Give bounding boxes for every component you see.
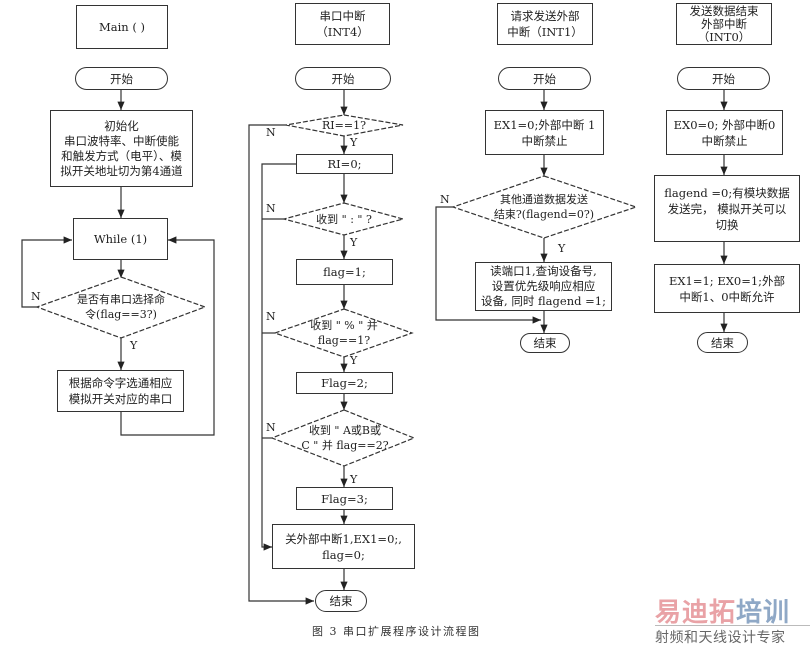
flag3-text: Flag=3; xyxy=(321,491,368,506)
label-yes: Y xyxy=(350,236,358,249)
loop-back-no xyxy=(21,236,72,308)
main-title-box: Main ( ) xyxy=(76,5,168,49)
flagend-text: flagend =0;有模块数据 发送完， 模拟开关可以 切换 xyxy=(664,185,790,232)
init-text: 初始化 串口波特率、中断使能 和触发方式（电平）、模 拟开关地址切为第4通道 xyxy=(60,118,183,178)
end-label: 结束 xyxy=(533,336,557,350)
d-flagend-text: 其他通道数据发送 结束?(flagend=0?) xyxy=(493,193,595,221)
int4-title: 串口中断 （INT4） xyxy=(316,9,369,39)
watermark-tagline: 射频和天线设计专家 xyxy=(655,630,786,646)
no-branch-to-close xyxy=(261,163,296,551)
main-start-terminal: 开始 xyxy=(75,67,168,90)
int0-end-terminal: 结束 xyxy=(697,332,748,353)
enable-text: EX1=1; EX0=1;外部 中断1、0中断允许 xyxy=(668,273,786,304)
start-label: 开始 xyxy=(712,71,735,86)
int1-disable-text: EX1=0;外部中断 1 中断禁止 xyxy=(493,117,596,148)
int1-title: 请求发送外部 中断（INT1） xyxy=(507,9,583,39)
int1-end-terminal: 结束 xyxy=(520,333,570,353)
label-no: N xyxy=(31,290,41,303)
int1-start-terminal: 开始 xyxy=(498,67,591,90)
close-int-text: 关外部中断1,EX1=0;, flag=0; xyxy=(285,531,402,562)
label-yes: Y xyxy=(130,339,138,352)
flag1-text: flag=1; xyxy=(323,265,366,279)
int1-title-box: 请求发送外部 中断（INT1） xyxy=(497,3,593,45)
loop-back-after-action xyxy=(120,236,215,436)
p-close-int-box: 关外部中断1,EX1=0;, flag=0; xyxy=(272,524,415,569)
watermark-brand-part1: 易迪拓 xyxy=(655,598,737,628)
int1-read-port-box: 读端口1,查询设备号, 设置优先级响应相应 设备, 同时 flagend =1; xyxy=(475,262,612,311)
int1-disable-box: EX1=0;外部中断 1 中断禁止 xyxy=(485,110,604,155)
label-no: N xyxy=(266,421,276,434)
main-action-box: 根据命令字选通相应 模拟开关对应的串口 xyxy=(57,370,184,412)
int4-start-terminal: 开始 xyxy=(295,67,391,90)
int0-enable-box: EX1=1; EX0=1;外部 中断1、0中断允许 xyxy=(654,264,800,313)
label-no: N xyxy=(266,310,276,323)
main-init-box: 初始化 串口波特率、中断使能 和触发方式（电平）、模 拟开关地址切为第4通道 xyxy=(50,110,193,187)
label-yes: Y xyxy=(350,473,358,486)
loop-text: While (1) xyxy=(93,232,148,246)
no-branch-to-end-c3 xyxy=(435,206,541,324)
decision-diamond-flagend xyxy=(451,175,638,239)
int0-start-terminal: 开始 xyxy=(677,67,770,90)
flag2-text: Flag=2; xyxy=(321,376,368,390)
p-flag1-box: flag=1; xyxy=(296,259,393,285)
ri-clear-text: RI=0; xyxy=(327,157,362,171)
end-label: 结束 xyxy=(329,594,353,608)
start-label: 开始 xyxy=(110,71,133,86)
no-branch-to-end xyxy=(248,124,314,605)
p-flag2-box: Flag=2; xyxy=(296,372,393,394)
p-flag3-box: Flag=3; xyxy=(296,487,393,510)
label-yes: Y xyxy=(350,354,358,367)
d-ri-text: RI==1? xyxy=(322,118,366,132)
watermark-brand: 易迪拓培训 xyxy=(655,592,790,629)
main-loop-box: While (1) xyxy=(73,218,168,260)
label-yes: Y xyxy=(558,242,566,255)
label-no: N xyxy=(266,202,276,215)
start-label: 开始 xyxy=(533,71,556,86)
figure-caption: 图 3 串口扩展程序设计流程图 xyxy=(312,625,481,638)
start-label: 开始 xyxy=(331,71,355,86)
watermark-divider xyxy=(655,625,810,626)
int0-disable-text: EX0=0; 外部中断0 中断禁止 xyxy=(673,117,776,148)
p-ri-clear-box: RI=0; xyxy=(296,154,393,174)
int0-title-box: 发送数据结束 外部中断 （INT0） xyxy=(676,3,772,45)
read-port-text: 读端口1,查询设备号, 设置优先级响应相应 设备, 同时 flagend =1; xyxy=(481,264,606,308)
end-label: 结束 xyxy=(711,335,734,350)
label-no: N xyxy=(440,193,450,206)
int0-disable-box: EX0=0; 外部中断0 中断禁止 xyxy=(666,110,783,155)
int0-title: 发送数据结束 外部中断 （INT0） xyxy=(689,3,759,44)
main-title: Main ( ) xyxy=(99,20,145,34)
label-yes: Y xyxy=(350,136,358,149)
label-no: N xyxy=(266,126,276,139)
d-colon-text: 收到 " : " ? xyxy=(316,212,372,226)
int4-title-box: 串口中断 （INT4） xyxy=(295,3,390,45)
watermark-brand-part2: 培训 xyxy=(736,598,791,628)
action-text: 根据命令字选通相应 模拟开关对应的串口 xyxy=(68,376,173,406)
main-decision-text: 是否有串口选择命 令(flag==3?) xyxy=(77,293,165,321)
d-abc-text: 收到 " A或B或 C " 并 flag==2? xyxy=(301,424,389,452)
d-percent-text: 收到 " % " 并 flag==1? xyxy=(310,319,378,347)
int0-flagend-box: flagend =0;有模块数据 发送完， 模拟开关可以 切换 xyxy=(654,175,800,242)
int4-end-terminal: 结束 xyxy=(315,590,367,612)
